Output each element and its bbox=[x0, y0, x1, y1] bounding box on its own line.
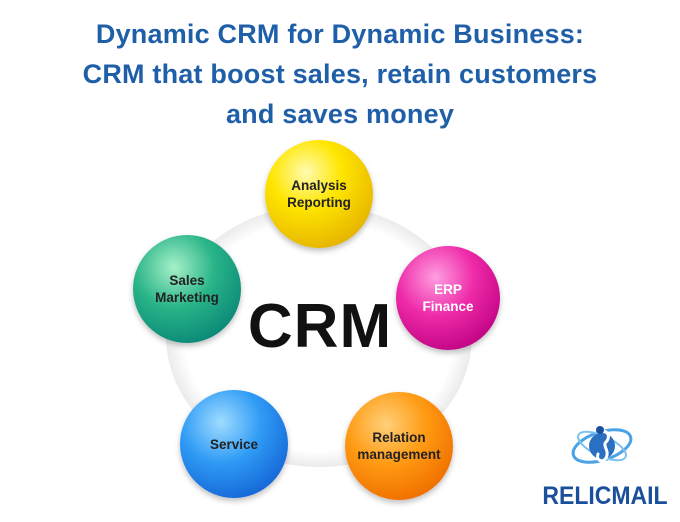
relicmail-logo: RELICMAIL bbox=[530, 418, 680, 522]
node-service: Service bbox=[180, 390, 288, 498]
node-label: Sales Marketing bbox=[149, 272, 225, 306]
node-label-line: Service bbox=[209, 436, 259, 452]
logo-globe-icon bbox=[571, 426, 633, 464]
title-line-3: and saves money bbox=[225, 99, 455, 129]
page-title: Dynamic CRM for Dynamic Business: CRM th… bbox=[0, 14, 680, 134]
node-sales-marketing: Sales Marketing bbox=[133, 235, 241, 343]
node-label: ERP Finance bbox=[416, 281, 479, 315]
node-label-line: Relation bbox=[372, 430, 426, 445]
node-analysis-reporting: Analysis Reporting bbox=[265, 140, 373, 248]
node-label: Analysis Reporting bbox=[281, 177, 357, 211]
node-erp-finance: ERP Finance bbox=[396, 246, 500, 350]
node-label-line: Reporting bbox=[287, 195, 351, 210]
crm-center-label: CRM bbox=[247, 292, 393, 361]
title-line-2: CRM that boost sales, retain customers bbox=[82, 59, 598, 89]
title-line-1: Dynamic CRM for Dynamic Business: bbox=[95, 19, 585, 49]
node-label-line: Finance bbox=[422, 299, 474, 314]
logo-wordmark: RELICMAIL bbox=[542, 482, 668, 510]
node-label-line: Marketing bbox=[155, 290, 219, 305]
node-relation-management: Relation management bbox=[345, 392, 453, 500]
node-label: Relation management bbox=[351, 429, 446, 463]
node-label-line: ERP bbox=[434, 282, 462, 297]
node-label: Service bbox=[204, 436, 264, 453]
node-label-line: Analysis bbox=[291, 178, 347, 193]
node-label-line: management bbox=[357, 447, 441, 462]
node-label-line: Sales bbox=[169, 273, 205, 288]
